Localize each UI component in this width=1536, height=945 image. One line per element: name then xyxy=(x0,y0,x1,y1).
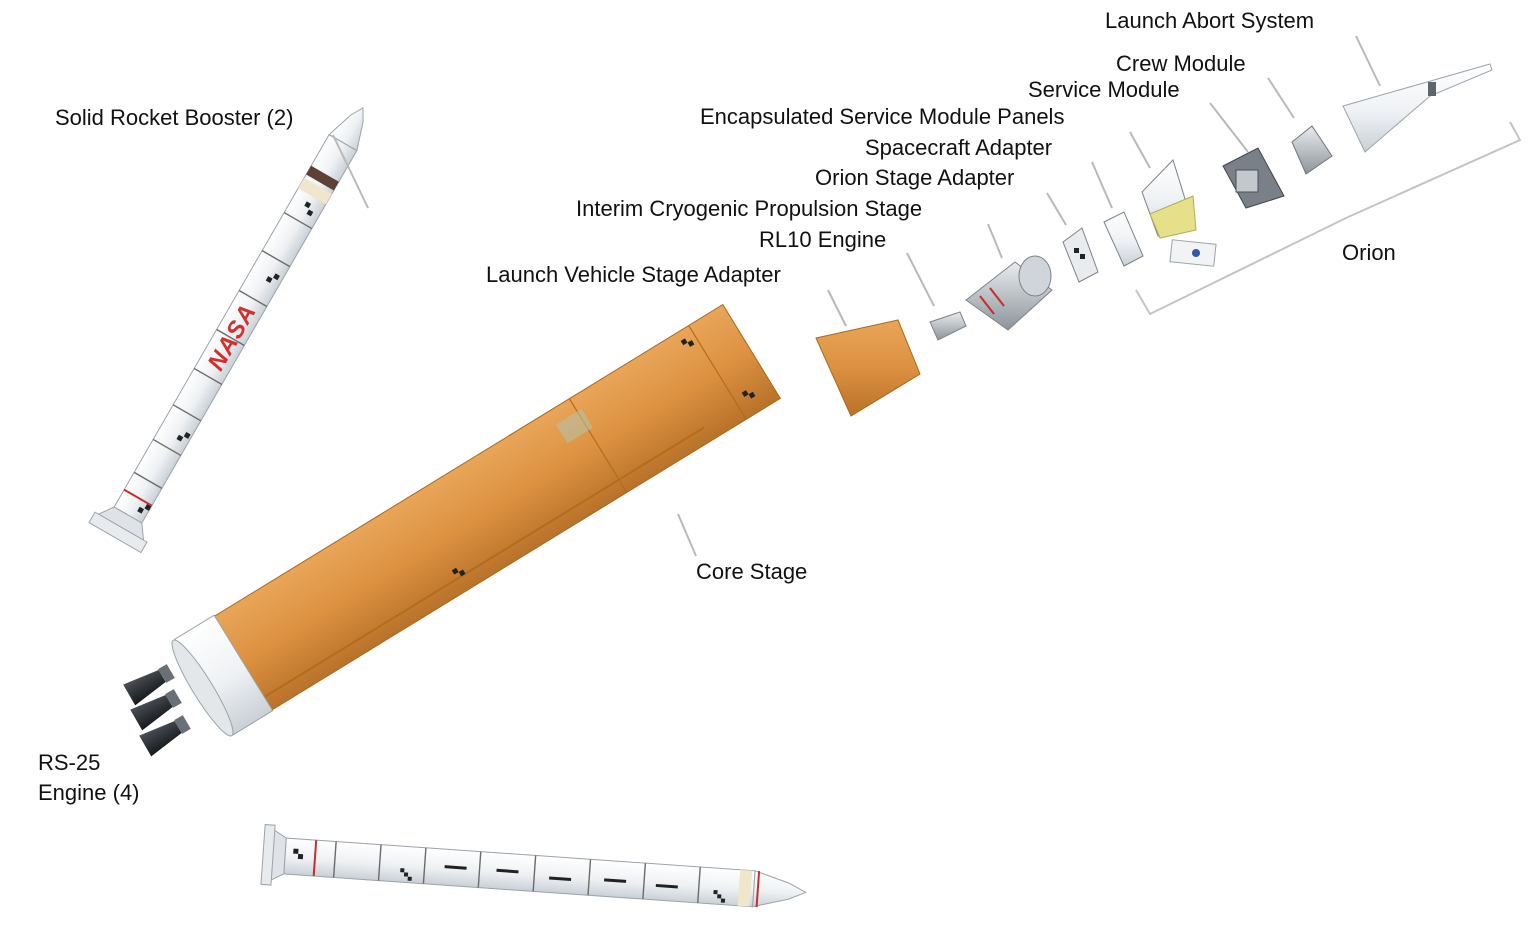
label-icps: Interim Cryogenic Propulsion Stage xyxy=(576,196,923,221)
service-module xyxy=(1222,147,1285,209)
label-esm-panels: Encapsulated Service Module Panels xyxy=(700,104,1065,129)
label-orion-stage-adapter: Orion Stage Adapter xyxy=(815,165,1015,190)
rs25-engines xyxy=(123,664,191,757)
label-crew-module: Crew Module xyxy=(1116,51,1246,76)
orion-bracket xyxy=(1135,121,1522,316)
label-lvsa: Launch Vehicle Stage Adapter xyxy=(486,262,781,287)
label-rs25-line1: RS-25 xyxy=(38,750,101,775)
launch-abort-system xyxy=(1342,63,1493,153)
label-service-module: Service Module xyxy=(1028,77,1180,102)
leader-lines xyxy=(332,35,1381,557)
label-srb: Solid Rocket Booster (2) xyxy=(55,105,294,130)
orion-stage-adapter xyxy=(1062,227,1099,283)
label-rs25-line2: Engine (4) xyxy=(38,780,140,805)
solid-rocket-booster-upper: NASA xyxy=(88,107,364,554)
booster-nasa-logo: NASA xyxy=(203,299,262,375)
label-core-stage: Core Stage xyxy=(696,559,808,584)
solid-rocket-booster-lower xyxy=(260,824,807,908)
core-stage xyxy=(171,303,782,737)
label-spacecraft-adapter: Spacecraft Adapter xyxy=(865,135,1053,160)
icps xyxy=(965,255,1053,331)
label-rl10-engine: RL10 Engine xyxy=(759,227,887,252)
spacecraft-adapter xyxy=(1103,211,1144,267)
encapsulated-service-module-panels xyxy=(1141,159,1217,267)
label-launch-abort-system: Launch Abort System xyxy=(1105,8,1315,33)
launch-vehicle-stage-adapter xyxy=(815,319,921,417)
label-orion: Orion xyxy=(1342,240,1396,265)
crew-module xyxy=(1291,125,1333,175)
rl10-engine xyxy=(929,311,967,341)
